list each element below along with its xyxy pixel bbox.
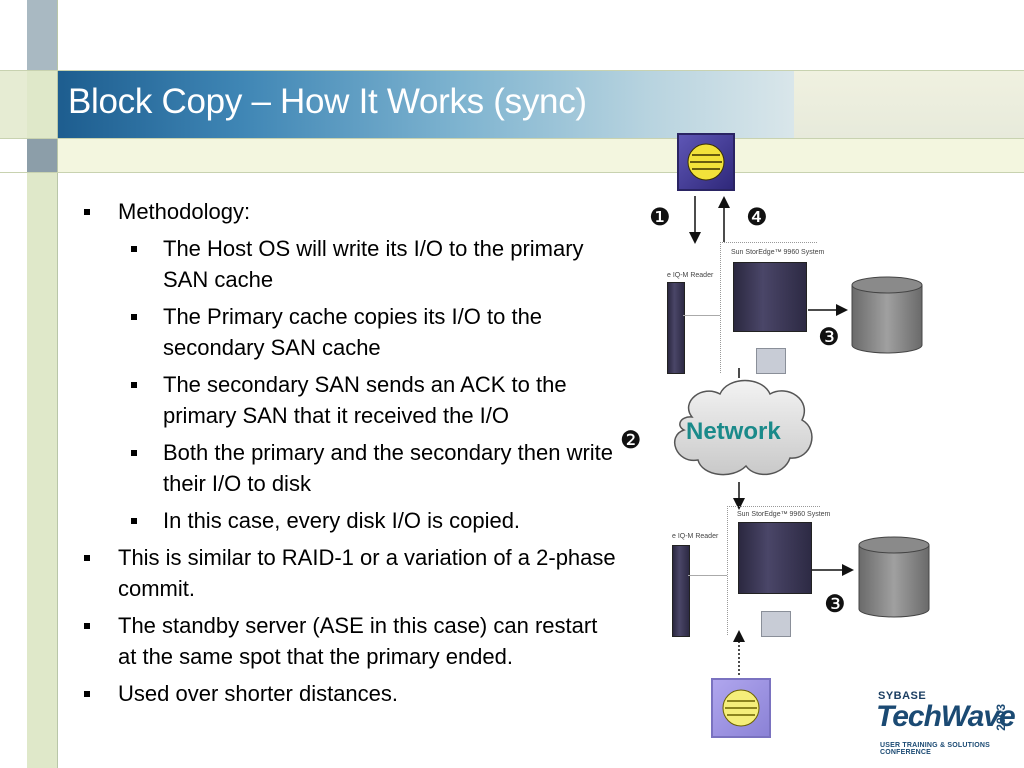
primary-disk-icon [851, 276, 923, 354]
logo-brand: SYBASE [878, 690, 927, 702]
bullet-item: The standby server (ASE in this case) ca… [76, 610, 616, 672]
sub-bullet-item: The secondary SAN sends an ACK to the pr… [76, 369, 616, 431]
standby-server-icon [711, 678, 771, 738]
primary-san-panel [720, 242, 817, 373]
secondary-disk-icon [858, 536, 930, 618]
step-1-marker: ❶ [649, 203, 671, 231]
decorative-block [27, 138, 57, 172]
step-3-marker: ❸ [824, 590, 846, 618]
sub-bullet-item: The Host OS will write its I/O to the pr… [76, 233, 616, 295]
slide-title: Block Copy – How It Works (sync) [68, 82, 587, 121]
primary-reader-device [667, 282, 685, 374]
divider [0, 172, 1024, 173]
techwave-logo: SYBASE TechWave 2003 USER TRAINING & SOL… [872, 688, 1016, 760]
reader-label: e IQ-M Reader [667, 272, 714, 279]
database-icon [687, 143, 725, 181]
primary-server-icon [677, 133, 735, 191]
logo-name: TechWave [876, 700, 1016, 733]
decorative-block [27, 0, 57, 70]
decorative-strip [27, 0, 57, 768]
step-2-marker: ❷ [620, 426, 642, 454]
diagram-arrows [689, 196, 854, 675]
storage-label: Sun StorEdge™ 9960 System [737, 511, 831, 518]
database-icon [722, 689, 760, 727]
primary-server-unit [756, 348, 786, 374]
sub-bullet-item: Both the primary and the secondary then … [76, 437, 616, 499]
bullet-item: Used over shorter distances. [76, 678, 616, 709]
bullet-item: Methodology: [76, 196, 616, 227]
network-cloud [673, 379, 813, 476]
logo-year: 2003 [994, 704, 1008, 731]
secondary-server-unit [761, 611, 791, 637]
sub-bullet-item: In this case, every disk I/O is copied. [76, 505, 616, 536]
secondary-storage-cabinet [738, 522, 812, 594]
connector [688, 575, 727, 576]
bullet-item: This is similar to RAID-1 or a variation… [76, 542, 616, 604]
decorative-band [57, 138, 1024, 172]
divider [0, 138, 1024, 139]
bullet-list: Methodology: The Host OS will write its … [76, 196, 616, 715]
divider [57, 0, 58, 768]
logo-tagline: USER TRAINING & SOLUTIONS CONFERENCE [880, 742, 991, 756]
step-4-marker: ❹ [746, 203, 768, 231]
network-label: Network [686, 418, 781, 445]
title-band [57, 71, 794, 138]
sub-bullet-item: The Primary cache copies its I/O to the … [76, 301, 616, 363]
storage-label: Sun StorEdge™ 9960 System [731, 249, 825, 256]
decorative-block [0, 70, 27, 138]
connector [683, 315, 720, 316]
primary-storage-cabinet [733, 262, 807, 332]
secondary-san-panel [727, 506, 820, 635]
step-3-marker: ❸ [818, 323, 840, 351]
reader-label: e IQ-M Reader [672, 533, 719, 540]
divider [0, 70, 1024, 71]
secondary-reader-device [672, 545, 690, 637]
title-band-right [794, 71, 1024, 138]
